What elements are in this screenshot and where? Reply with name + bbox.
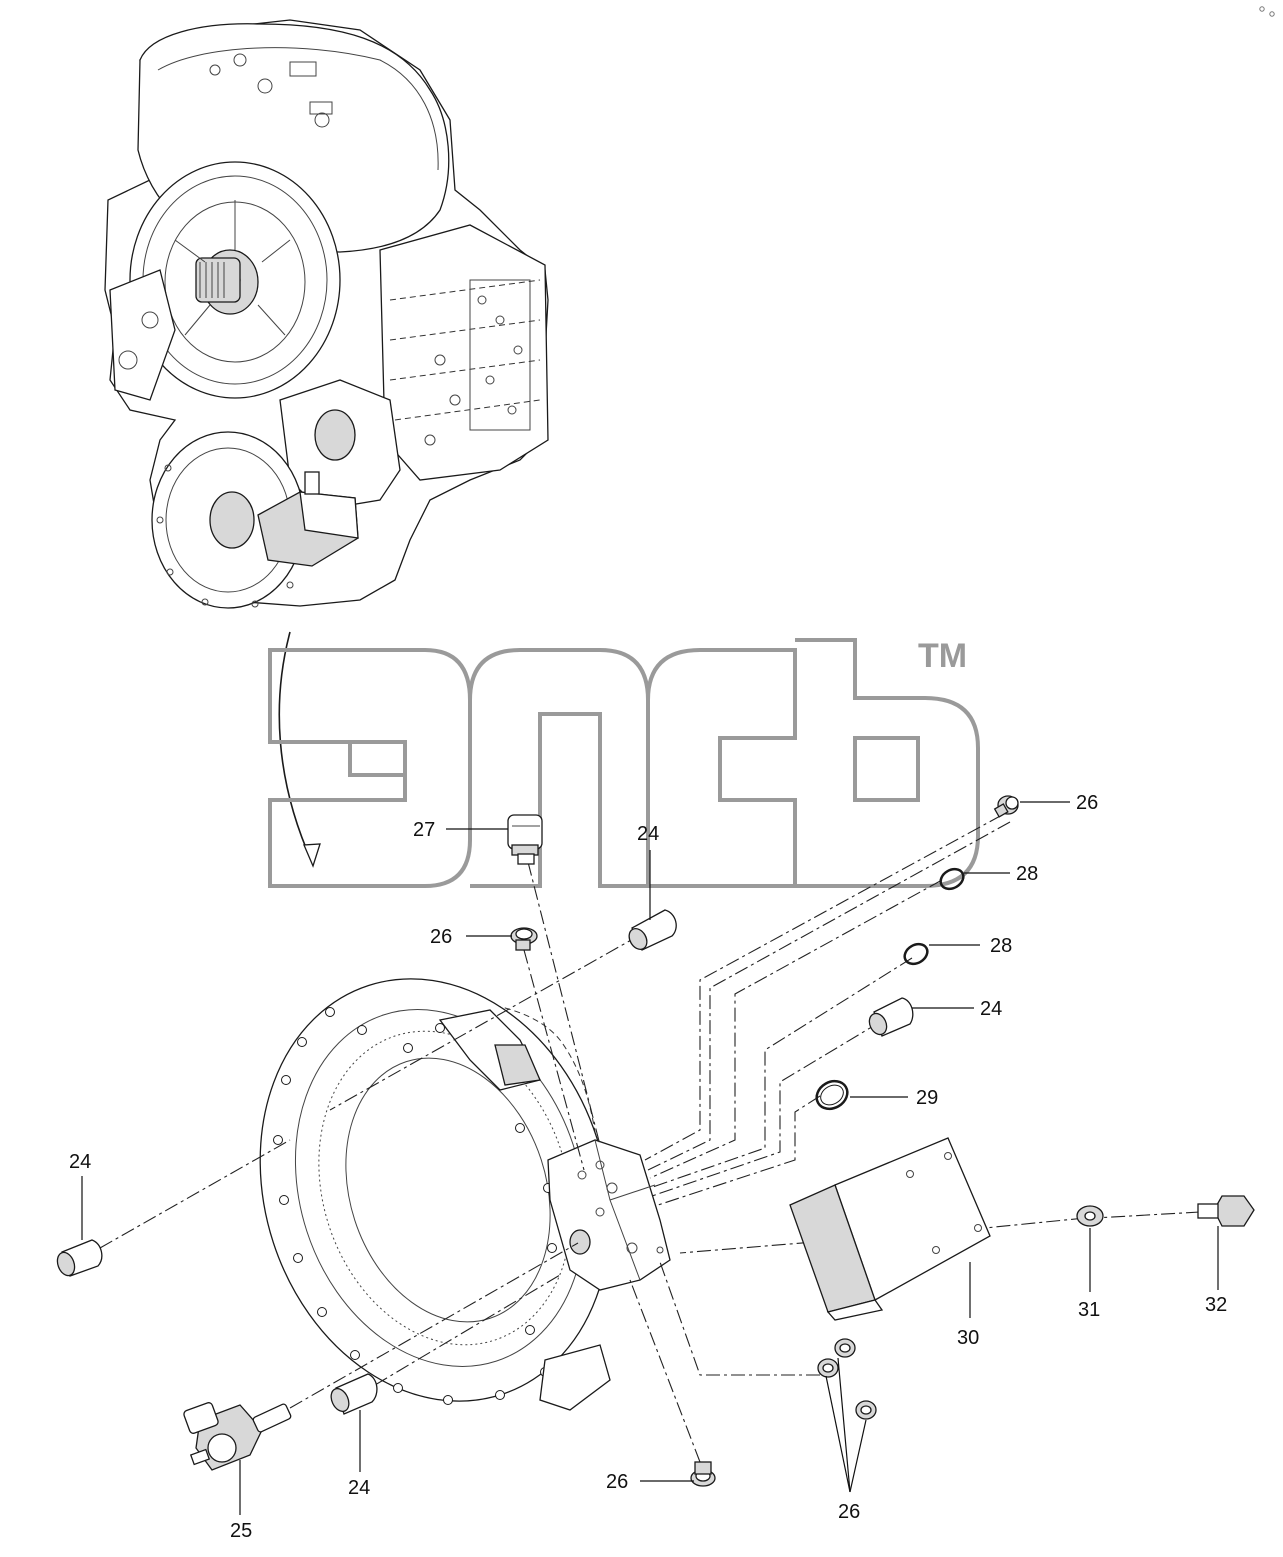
sleeve-24-top	[628, 909, 677, 951]
callout-27: 27	[413, 819, 435, 841]
callout-28-b: 28	[990, 935, 1012, 957]
curved-direction-arrow-icon	[278, 631, 321, 868]
callout-29: 29	[916, 1087, 938, 1109]
callout-28-a: 28	[1016, 863, 1038, 885]
plug-26-mid	[510, 927, 538, 951]
callout-26-bottom: 26	[606, 1471, 628, 1493]
plug-26-bottom	[690, 1461, 716, 1487]
sensor-mounting-block	[547, 1139, 671, 1291]
sensor-cover-bracket-30	[789, 1137, 991, 1321]
bell-housing-drawing	[259, 978, 611, 1411]
transmission-assembly-drawing	[104, 19, 549, 609]
callout-25: 25	[230, 1520, 252, 1542]
corner-mark-icon	[1259, 6, 1275, 17]
speed-sensor-25	[183, 1402, 292, 1471]
o-ring-28-a	[939, 867, 965, 891]
sleeve-24-left	[56, 1239, 103, 1277]
callout-24-right: 24	[980, 998, 1002, 1020]
callout-24-bottom: 24	[348, 1477, 370, 1499]
callout-26-mid: 26	[430, 926, 452, 948]
callout-24-left: 24	[69, 1151, 91, 1173]
o-ring-28-b	[903, 942, 929, 966]
plug-26-top-right	[993, 795, 1019, 818]
plug-group-26-bottom-right	[817, 1338, 877, 1420]
trademark-symbol: TM	[918, 637, 967, 675]
callout-31: 31	[1078, 1299, 1100, 1321]
callout-24-top: 24	[637, 823, 659, 845]
sleeve-24-right	[868, 997, 914, 1037]
watermark-logo	[268, 638, 980, 888]
o-ring-29	[815, 1079, 849, 1111]
callout-26-bottom-right: 26	[838, 1501, 860, 1523]
sleeve-24-bottom	[330, 1373, 378, 1415]
callout-leader-lines	[81, 801, 1219, 1515]
pressure-sensor-27	[507, 814, 543, 865]
callout-30: 30	[957, 1327, 979, 1349]
callout-32: 32	[1205, 1294, 1227, 1316]
callout-26-top-right: 26	[1076, 792, 1098, 814]
hex-bolt-32	[1197, 1195, 1255, 1227]
washer-31	[1076, 1205, 1104, 1227]
